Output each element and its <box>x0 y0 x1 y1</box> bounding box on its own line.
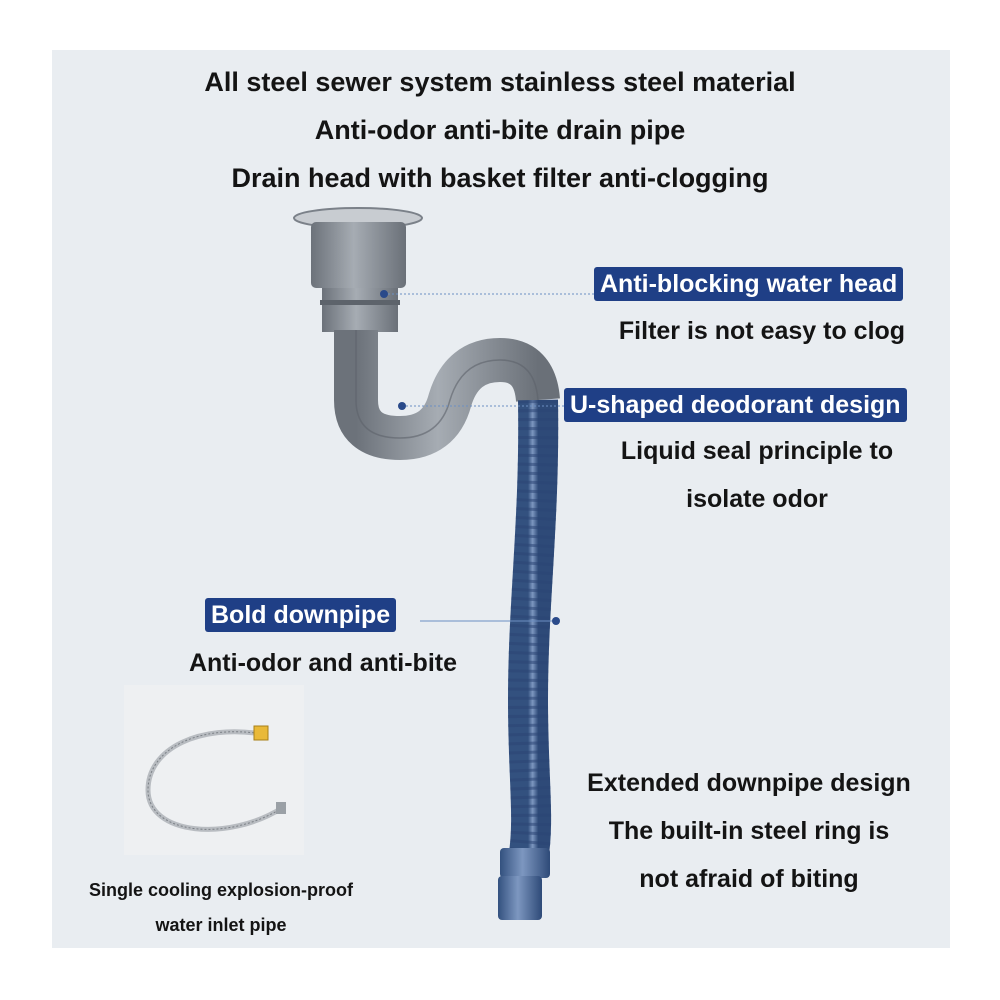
desc-downpipe: Anti-odor and anti-bite <box>188 649 458 677</box>
headline-2: Anti-odor anti-bite drain pipe <box>314 115 686 145</box>
inlet-pipe-caption-2: water inlet pipe <box>155 915 287 935</box>
corrugated-hose <box>498 399 559 920</box>
badge-u-shape: U-shaped deodorant design <box>564 388 907 422</box>
inlet-pipe-caption-1: Single cooling explosion-proof <box>89 880 353 900</box>
desc-u-shape-2: isolate odor <box>686 485 828 513</box>
drain-head <box>293 207 423 332</box>
u-trap <box>334 330 560 461</box>
extended-line-1: Extended downpipe design <box>587 769 911 797</box>
inlet-pipe-image <box>124 685 304 855</box>
badge-downpipe: Bold downpipe <box>205 598 397 632</box>
leader-lines <box>380 290 596 625</box>
headline-1: All steel sewer system stainless steel m… <box>204 67 796 97</box>
desc-water-head: Filter is not easy to clog <box>618 317 906 345</box>
headline-3: Drain head with basket filter anti-clogg… <box>231 163 769 193</box>
extended-line-3: not afraid of biting <box>639 865 859 893</box>
desc-u-shape-1: Liquid seal principle to <box>620 437 894 465</box>
extended-line-2: The built-in steel ring is <box>608 817 890 845</box>
badge-water-head: Anti-blocking water head <box>594 267 904 301</box>
